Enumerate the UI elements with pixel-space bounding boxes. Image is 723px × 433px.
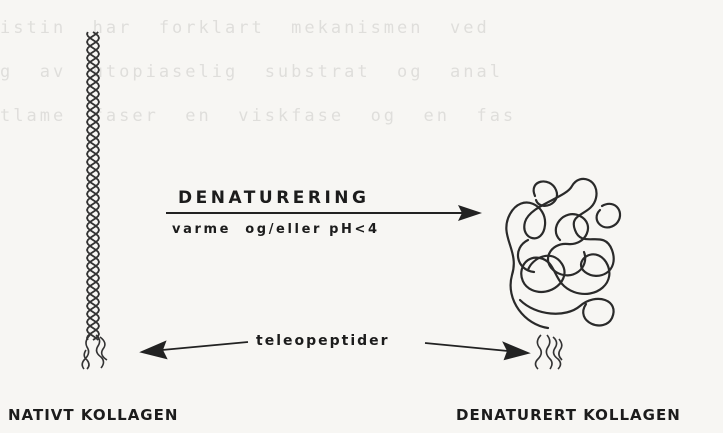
denatured-teleopeptide-ends — [536, 335, 563, 369]
native-collagen-triple-helix — [87, 32, 99, 340]
native-teleopeptide-ends — [82, 335, 107, 369]
denaturation-conditions-label: varme og/eller pH<4 — [172, 222, 380, 237]
teleopeptide-label: teleopeptider — [256, 333, 390, 349]
denatured-collagen-label: DENATURERT KOLLAGEN — [456, 406, 681, 424]
native-collagen-label: NATIVT KOLLAGEN — [8, 406, 178, 424]
denaturation-label: DENATURERING — [178, 188, 370, 208]
denatured-collagen-coil — [506, 179, 620, 328]
